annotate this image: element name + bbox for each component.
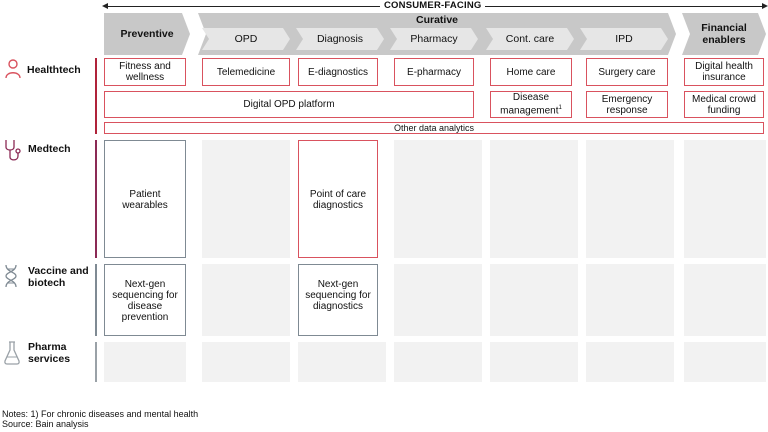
sub-header-cont-care: Cont. care	[486, 28, 574, 50]
box-fitness-wellness: Fitness and wellness	[104, 58, 186, 86]
row-label-healthtech: Healthtech	[27, 64, 81, 76]
disease-management-label: Disease management	[500, 92, 559, 117]
row-bar-vaccine	[95, 264, 97, 336]
box-home-care: Home care	[490, 58, 572, 86]
grid-cell	[202, 342, 290, 382]
box-ngs-disease-prevention: Next-gen sequencing for disease preventi…	[104, 264, 186, 336]
box-ngs-diagnostics: Next-gen sequencing for diagnostics	[298, 264, 378, 336]
grid-cell	[684, 140, 766, 258]
arrow-head-right	[762, 3, 768, 9]
person-icon	[5, 59, 21, 79]
header-financial-enablers: Financial enablers	[682, 13, 766, 55]
box-e-pharmacy: E-pharmacy	[394, 58, 474, 86]
row-bar-healthtech	[95, 58, 97, 134]
sub-header-diagnosis: Diagnosis	[296, 28, 384, 50]
footnote-marker: 1	[558, 105, 562, 112]
consumer-facing-label: CONSUMER-FACING	[380, 0, 486, 11]
box-surgery-care: Surgery care	[586, 58, 668, 86]
box-telemedicine: Telemedicine	[202, 58, 290, 86]
box-digital-opd-platform: Digital OPD platform	[104, 91, 474, 118]
header-preventive-label: Preventive	[120, 28, 174, 40]
grid-cell	[202, 264, 290, 336]
flask-icon	[4, 341, 20, 365]
row-bar-medtech	[95, 140, 97, 258]
box-emergency-response: Emergency response	[586, 91, 668, 118]
header-preventive: Preventive	[104, 13, 190, 55]
grid-cell	[586, 140, 674, 258]
grid-cell	[202, 140, 290, 258]
sub-header-ipd: IPD	[580, 28, 668, 50]
grid-cell	[586, 342, 674, 382]
box-medical-crowd-funding: Medical crowd funding	[684, 91, 764, 118]
grid-cell	[394, 264, 482, 336]
box-e-diagnostics: E-diagnostics	[298, 58, 378, 86]
arrow-head-left	[102, 3, 108, 9]
grid-cell	[490, 140, 578, 258]
box-point-of-care-diagnostics: Point of care diagnostics	[298, 140, 378, 258]
row-bar-pharma	[95, 342, 97, 382]
grid-cell	[394, 342, 482, 382]
footnote: Notes: 1) For chronic diseases and menta…	[2, 409, 199, 419]
grid-cell	[394, 140, 482, 258]
header-curative-label: Curative	[415, 14, 458, 26]
box-other-data-analytics: Other data analytics	[104, 122, 764, 134]
grid-cell	[104, 342, 186, 382]
box-digital-health-insurance: Digital health insurance	[684, 58, 764, 86]
row-label-medtech: Medtech	[28, 143, 71, 155]
grid-cell	[490, 264, 578, 336]
row-label-vaccine-biotech: Vaccine and biotech	[28, 265, 89, 289]
box-disease-management: Disease management1	[490, 91, 572, 118]
source-note: Source: Bain analysis	[2, 419, 89, 429]
grid-cell	[298, 342, 386, 382]
header-financial-label: Financial enablers	[701, 22, 747, 46]
grid-cell	[684, 264, 766, 336]
sub-header-opd: OPD	[202, 28, 290, 50]
dna-icon	[5, 264, 17, 288]
grid-cell	[490, 342, 578, 382]
stethoscope-icon	[5, 140, 21, 161]
box-patient-wearables: Patient wearables	[104, 140, 186, 258]
sub-header-pharmacy: Pharmacy	[390, 28, 478, 50]
grid-cell	[684, 342, 766, 382]
grid-cell	[586, 264, 674, 336]
row-label-pharma-services: Pharma services	[28, 341, 71, 365]
